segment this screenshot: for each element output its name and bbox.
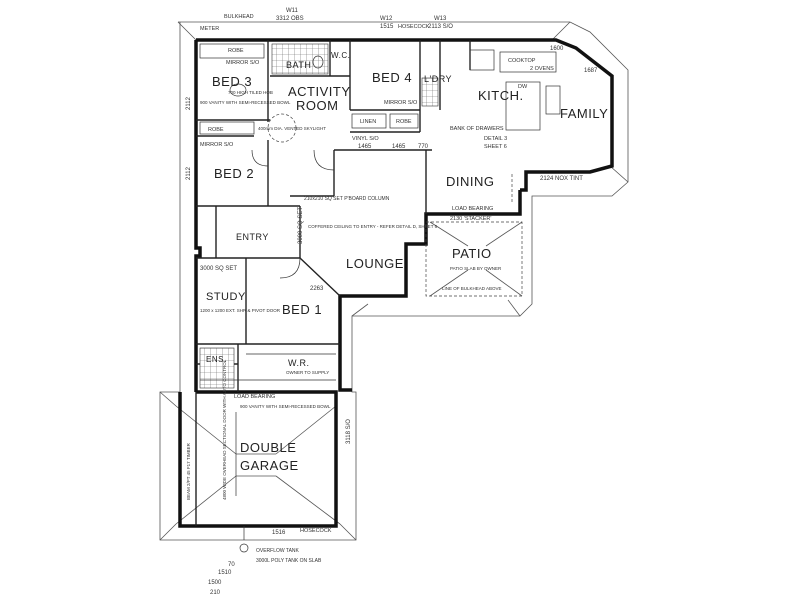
note-bank-drawers: BANK OF DRAWERS <box>450 126 504 132</box>
room-dining: DINING <box>446 174 495 189</box>
note-tiled-hob: 700 HIGH TILED HOB <box>228 90 273 95</box>
note-meter: METER <box>200 26 219 32</box>
note-ovens: 2 OVENS <box>530 66 554 72</box>
note-beam: BEAM 2/PT 45 F17 TIMBER <box>186 442 191 500</box>
patio-roof-lines <box>429 221 523 297</box>
dim-3000b: 3000 SQ SET <box>298 207 304 244</box>
room-labels: BED 3 BATH W.C. ACTIVITY ROOM BED 4 L'DR… <box>206 51 608 473</box>
note-cooktop: COOKTOP <box>508 58 536 64</box>
dim-1510: 1510 <box>218 570 232 576</box>
note-tank: 3000L POLY TANK ON SLAB <box>256 558 322 564</box>
room-ens: ENS. <box>206 355 227 364</box>
note-detail3: DETAIL 3 <box>484 136 507 142</box>
dim-1516: 1516 <box>272 530 286 536</box>
note-robe-bed2: ROBE <box>208 127 224 133</box>
roof-outline <box>159 21 629 541</box>
note-owner-supply: OWNER TO SUPPLY <box>286 370 329 375</box>
internal-walls <box>196 40 471 392</box>
dim-70: 70 <box>228 562 235 568</box>
room-activity: ACTIVITY <box>288 84 351 99</box>
room-lounge: LOUNGE <box>346 256 404 271</box>
dim-2113: 2113 S/O <box>428 24 453 30</box>
note-dw: DW <box>518 84 528 90</box>
note-load-bearing-garage: LOAD BEARING <box>234 394 275 400</box>
notes: BULKHEAD ROBE MIRROR S/O 700 HIGH TILED … <box>186 14 554 564</box>
room-study: STUDY <box>206 291 246 303</box>
room-bath: BATH <box>286 60 311 70</box>
note-study-window: 1200 x 1200 EXT. SHR & PIVOT DOOR <box>200 308 281 313</box>
note-linen: LINEN <box>360 119 376 125</box>
dim-3118: 3118 S/O <box>346 419 352 444</box>
dim-770: 770 <box>418 144 429 150</box>
note-sheet6: SHEET 6 <box>484 144 507 150</box>
dim-2124: 2124 NOX TINT <box>540 176 583 182</box>
dimensions: W11 3312 OBS W12 1515 W13 2113 S/O 1465 … <box>186 8 598 596</box>
dim-w11: W11 <box>286 8 299 14</box>
dim-3000: 3000 SQ SET <box>200 266 237 272</box>
note-mirror-bed4: MIRROR S/O <box>384 100 418 106</box>
dim-210: 210 <box>210 590 221 596</box>
note-garage-door: 4800 WIDE OVERHEAD SECTIONAL DOOR WITH A… <box>222 359 227 500</box>
note-robe-top: ROBE <box>228 48 244 54</box>
note-mirror-bed2: MIRROR S/O <box>200 142 234 148</box>
note-slab: PATIO SLAB BY OWNER <box>450 266 502 271</box>
note-vinyl: VINYL S/O <box>352 136 379 142</box>
garage-roof-lines <box>175 405 341 525</box>
dim-3312: 3312 OBS <box>276 16 304 22</box>
room-ldry: L'DRY <box>424 74 452 84</box>
dim-1500: 1500 <box>208 580 222 586</box>
dim-2112b: 2112 <box>186 166 192 180</box>
note-skylight: 400mm DIA. VENTED SKYLIGHT <box>258 126 326 131</box>
dim-1600: 1600 <box>550 46 564 52</box>
room-entry: ENTRY <box>236 232 269 242</box>
room-double: DOUBLE <box>240 440 296 455</box>
dim-1465a: 1465 <box>358 144 372 150</box>
note-overflow: OVERFLOW TANK <box>256 548 300 554</box>
note-column: 210x210 SQ SET P'BOARD COLUMN <box>304 196 390 202</box>
note-hosecock: HOSECOCK <box>398 24 430 30</box>
note-ceiling: COFFERED CEILING TO ENTRY - REFER DETAIL… <box>308 224 438 229</box>
room-family: FAMILY <box>560 106 608 121</box>
dim-w12: W12 <box>380 16 393 22</box>
details <box>199 43 561 553</box>
dim-2112a: 2112 <box>186 96 192 110</box>
room-patio: PATIO <box>452 246 492 261</box>
room-wr: W.R. <box>288 358 310 368</box>
room-bed3: BED 3 <box>212 74 252 89</box>
note-robe-bed4: ROBE <box>396 119 412 125</box>
note-bulkhead-line: LINE OF BULKHEAD ABOVE <box>442 286 502 291</box>
room-wc: W.C. <box>331 51 350 60</box>
note-vanity-bed3: 900 VANITY WITH SEMI-RECESSED BOWL <box>200 100 291 105</box>
note-garage-vanity: 900 VANITY WITH SEMI-RECESSED BOWL <box>240 404 331 409</box>
dim-w13: W13 <box>434 16 447 22</box>
room-bed1: BED 1 <box>282 302 322 317</box>
dim-1687: 1687 <box>584 68 598 74</box>
note-load-bearing-dining: LOAD BEARING <box>452 206 493 212</box>
dim-1465b: 1465 <box>392 144 406 150</box>
note-bulkhead: BULKHEAD <box>224 14 254 20</box>
room-garage: GARAGE <box>240 458 299 473</box>
note-stacker: 2130 'STACKER' <box>450 216 491 222</box>
room-kitch: KITCH. <box>478 88 524 103</box>
note-mirror-top: MIRROR S/O <box>226 60 260 66</box>
note-hosecock-bottom: HOSECOCK <box>300 528 332 534</box>
dim-2263: 2263 <box>310 286 324 292</box>
room-activity-2: ROOM <box>296 98 338 113</box>
dim-1515: 1515 <box>380 24 394 30</box>
room-bed2: BED 2 <box>214 166 254 181</box>
external-walls <box>178 38 614 528</box>
room-bed4: BED 4 <box>372 70 412 85</box>
